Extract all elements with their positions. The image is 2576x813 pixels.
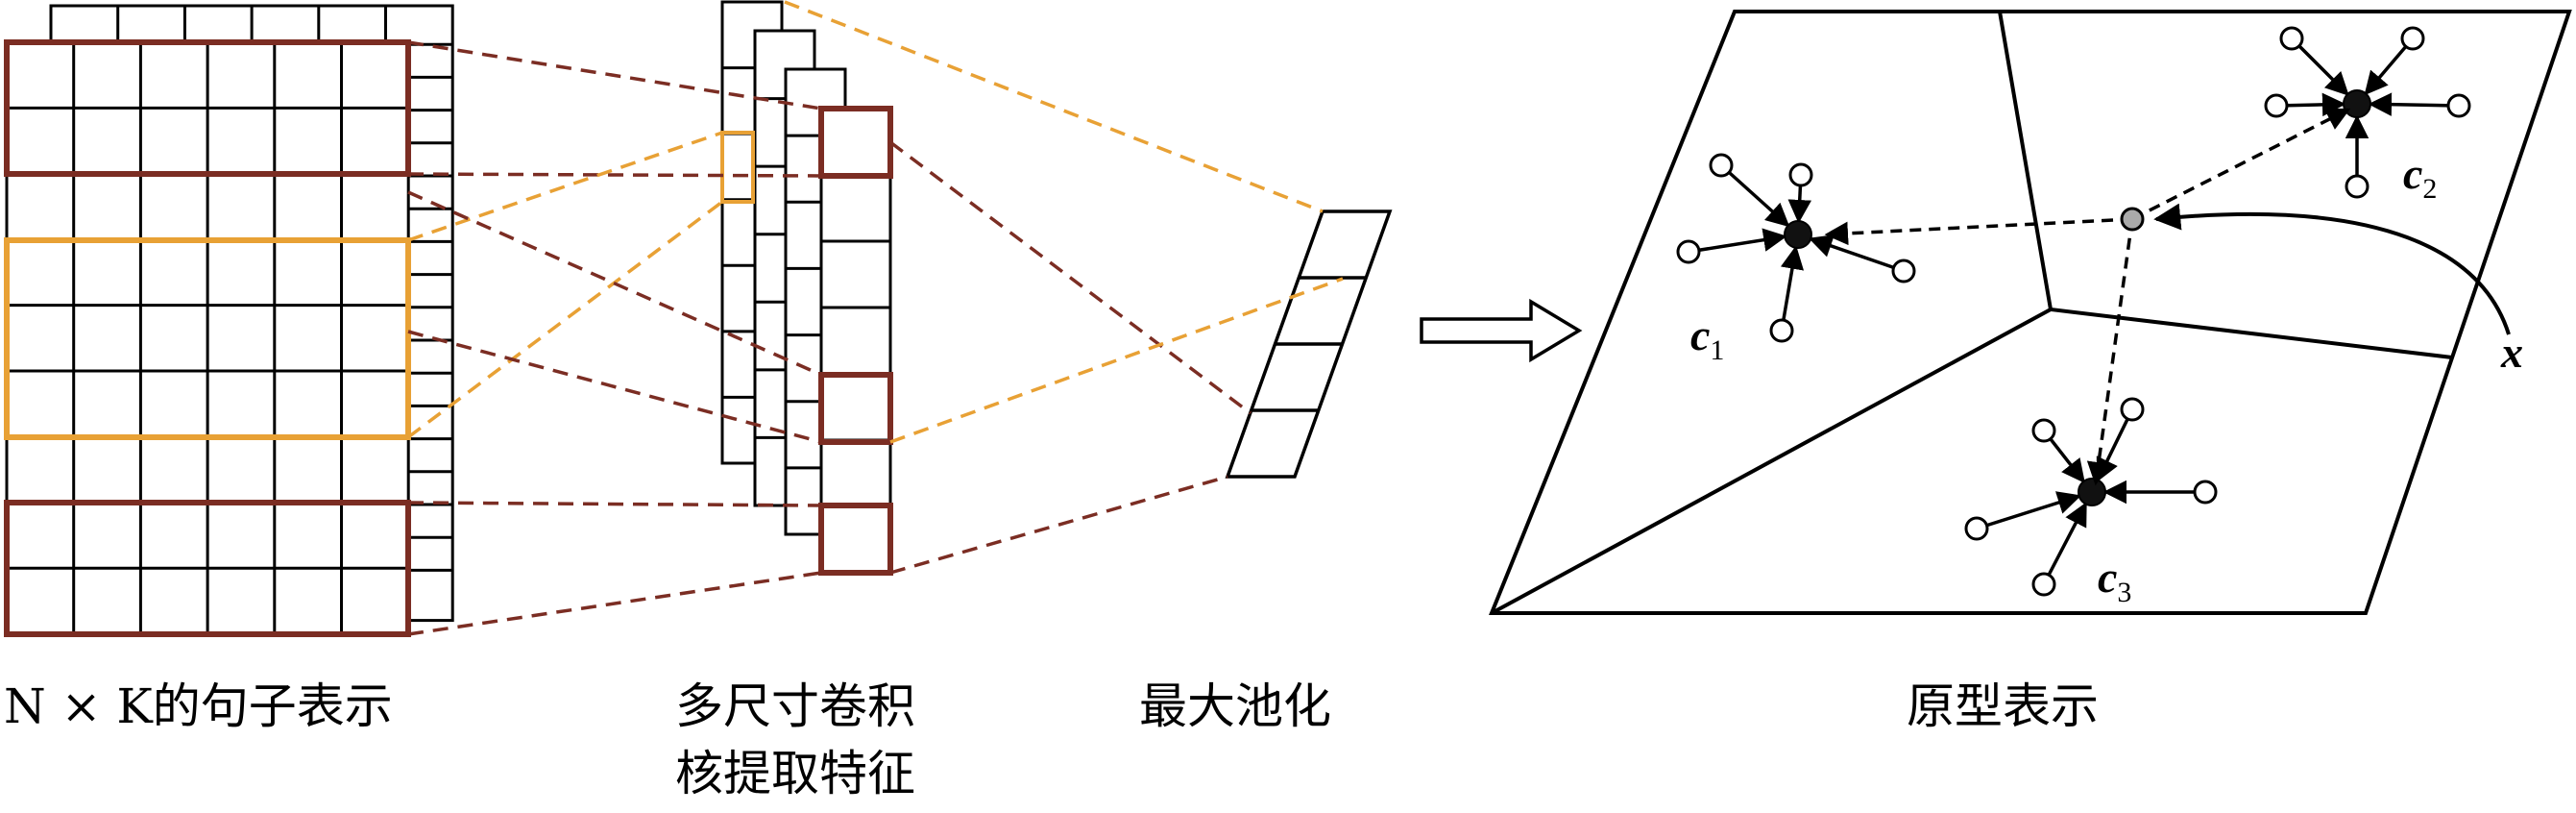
support-point (1891, 259, 1916, 283)
conv-feature-maps (720, 0, 892, 575)
prototype-center-c2 (2343, 89, 2371, 118)
distance-to-c2 (2131, 108, 2351, 221)
prototype-c1-label: c1 (1690, 310, 1725, 366)
window-box-bottom (4, 500, 411, 637)
distance-to-c1 (1824, 217, 2133, 246)
support-point (1964, 516, 1989, 541)
connector-middle-upper (407, 190, 822, 377)
feature-map-4 (819, 107, 892, 575)
connector-bottom-upper (407, 501, 822, 507)
connector-pool-3 (889, 277, 1344, 444)
support-link (2290, 37, 2349, 96)
connectors-conv-to-pool (784, 0, 1344, 575)
sentence-matrix (4, 4, 454, 637)
support-point (2031, 418, 2056, 443)
region-boundary-left (1491, 308, 2052, 615)
support-link (1688, 228, 1787, 254)
sentence-matrix-front-grid (5, 40, 410, 636)
prototype-center-c1 (1784, 220, 1812, 249)
window-box-middle (4, 237, 411, 440)
query-distances (1824, 108, 2351, 486)
window-box-top (4, 39, 411, 177)
region-boundary-top (1998, 11, 2453, 359)
prototype-c3-label: c3 (2098, 553, 2132, 608)
connector-pool-2 (888, 140, 1252, 415)
conv-kernel-label-line2: 核提取特征 (675, 746, 915, 801)
connector-pool-1 (784, 0, 1324, 213)
hollow-arrow-icon (1420, 298, 1583, 363)
support-link (2042, 502, 2088, 585)
max-pooling-label: 最大池化 (1139, 678, 1331, 734)
feature-cell-middle (818, 372, 893, 445)
support-point (1769, 318, 1794, 343)
prototype-center-c3 (2078, 478, 2106, 506)
query-x-label: x (2501, 328, 2523, 377)
prototype-space (1489, 10, 2572, 615)
support-point (2120, 397, 2145, 422)
support-point (2264, 93, 2289, 118)
support-point (2446, 93, 2471, 118)
connector-top-upper (407, 40, 822, 111)
prototype-plane (1489, 10, 2572, 615)
support-point (2031, 572, 2056, 597)
feature-cell-bottom (818, 503, 893, 576)
support-link (2364, 37, 2415, 96)
support-link (1780, 245, 1805, 332)
connector-pool-4 (889, 475, 1228, 575)
support-link (1808, 234, 1905, 273)
prototype-c2-label: c2 (2403, 149, 2438, 205)
conv-kernel-label-line1: 多尺寸卷积 (675, 678, 915, 734)
maxpool-vector (1225, 209, 1393, 479)
query-arrow (2153, 203, 2511, 335)
connector-middle-lower (407, 330, 822, 444)
prototype-representation-label: 原型表示 (1907, 678, 2099, 734)
connector-orange-upper (407, 131, 723, 242)
query-point (2120, 207, 2145, 232)
distance-to-c3 (2086, 218, 2134, 486)
connector-top-lower (407, 172, 822, 178)
connectors-matrix-to-conv (406, 40, 822, 636)
support-link (1719, 163, 1790, 228)
connector-bottom-lower (407, 571, 822, 636)
support-point (2193, 480, 2218, 505)
feature-cell-orange (720, 131, 755, 204)
sentence-representation-label: N × K的句子表示 (4, 678, 393, 734)
support-link (2368, 92, 2460, 116)
connector-orange-lower (406, 200, 724, 439)
support-point (2345, 174, 2369, 199)
support-point (1709, 153, 1734, 178)
support-point (2279, 26, 2304, 51)
support-point (2400, 26, 2425, 51)
support-point (1788, 162, 1813, 187)
support-point (1676, 239, 1701, 264)
support-link (1976, 491, 2081, 530)
prototype-clusters (1676, 26, 2471, 597)
